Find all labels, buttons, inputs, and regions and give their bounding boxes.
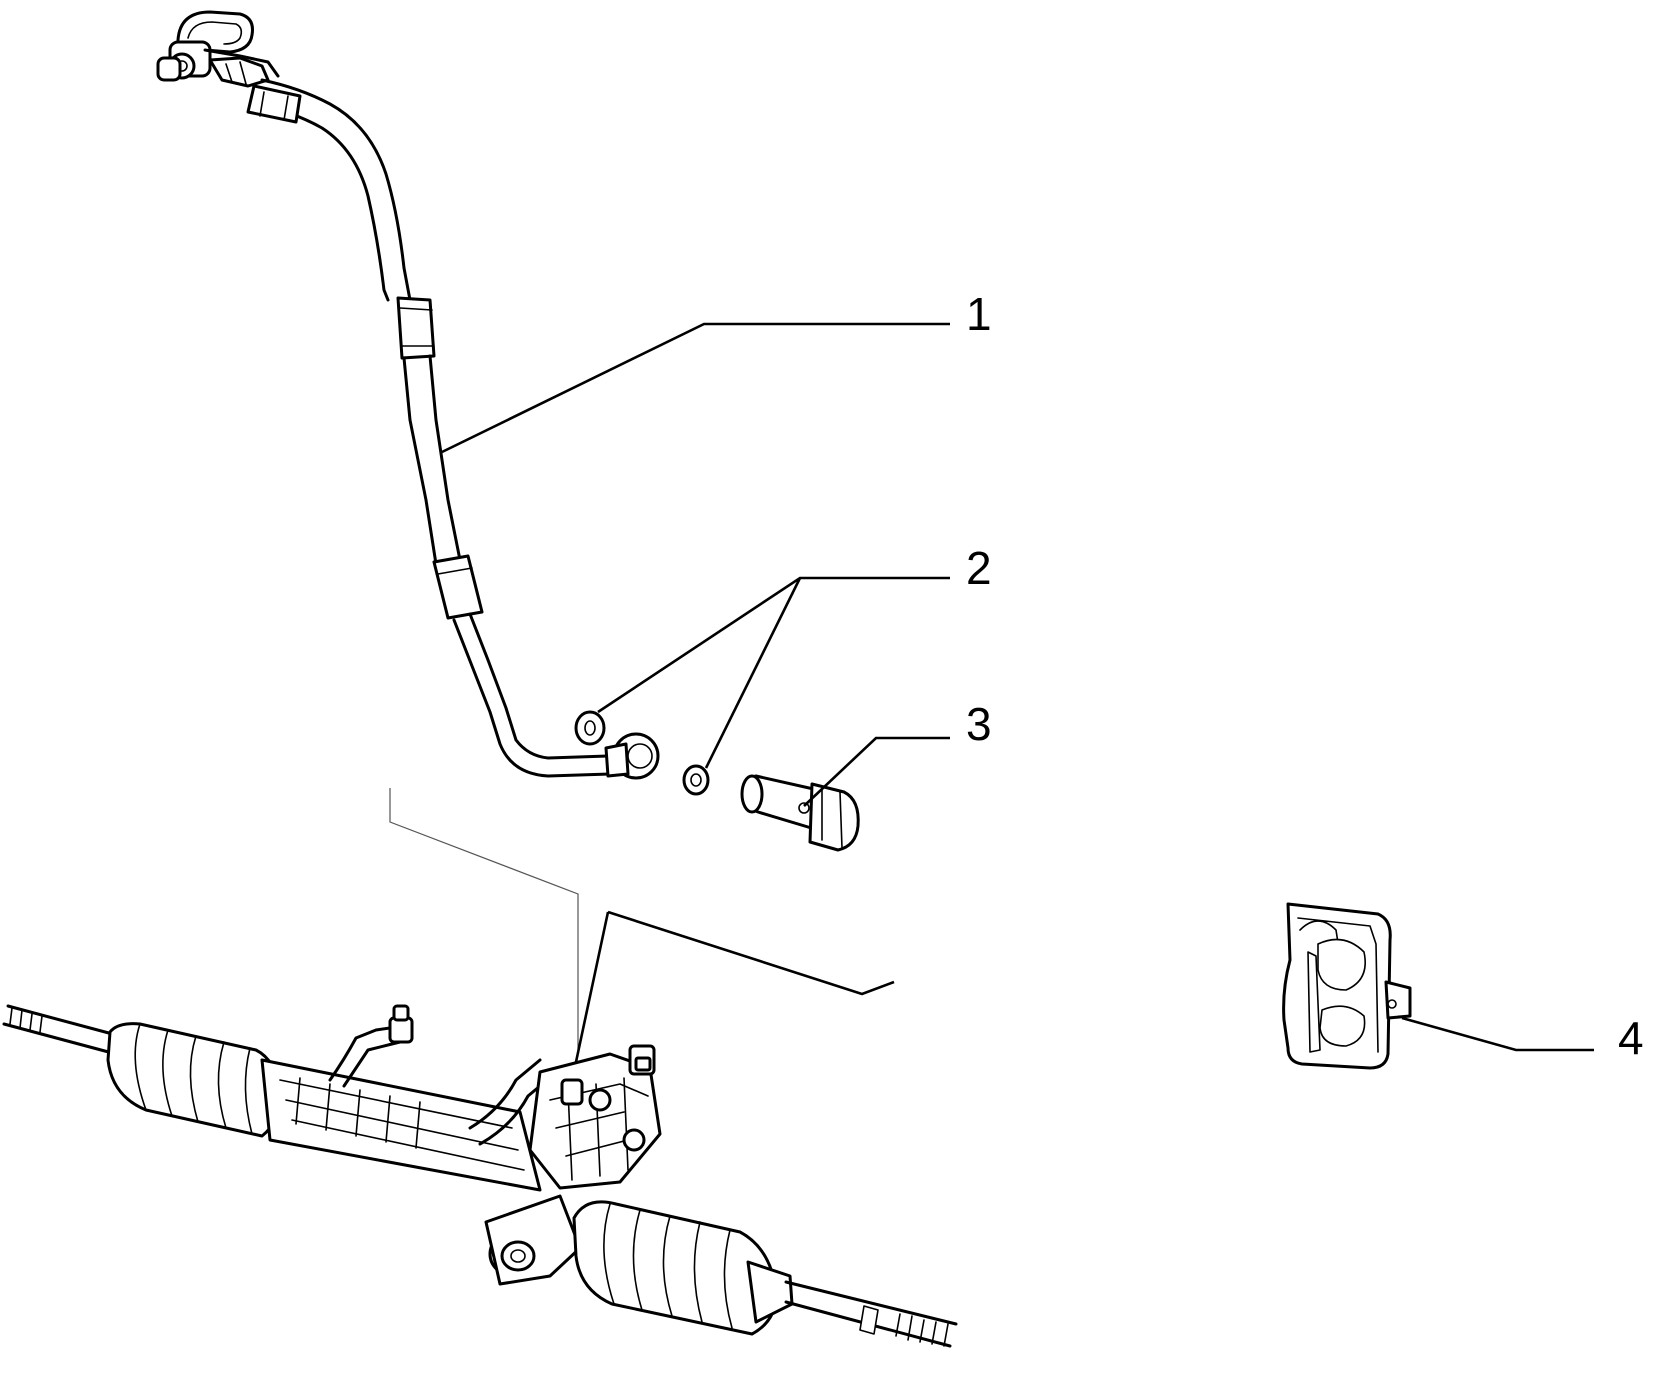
- callout-2: 2: [966, 542, 992, 594]
- rack-bracket: [1282, 902, 1412, 1070]
- washer-upper: [574, 710, 606, 746]
- callout-3: 3: [966, 698, 992, 750]
- washer-lower: [682, 764, 710, 796]
- steering-rack: [2, 1004, 958, 1348]
- callout-1: 1: [966, 288, 992, 340]
- leader-4: [1401, 1016, 1594, 1052]
- leader-2-upper: [597, 576, 950, 714]
- sealing-washers: [574, 710, 710, 796]
- hose-top-fitting: [156, 10, 280, 88]
- banjo-bolt: [740, 774, 860, 852]
- callout-4: 4: [1618, 1012, 1644, 1064]
- pressure-hose: [156, 10, 660, 780]
- leader-2-lower: [704, 577, 802, 769]
- callout-labels: 1 2 3 4: [966, 288, 1644, 1064]
- leader-3: [803, 736, 950, 807]
- callout-leaders: [441, 322, 1594, 1052]
- leader-1: [441, 322, 950, 454]
- hose-body: [246, 78, 660, 780]
- assembly-guide: [389, 788, 895, 1063]
